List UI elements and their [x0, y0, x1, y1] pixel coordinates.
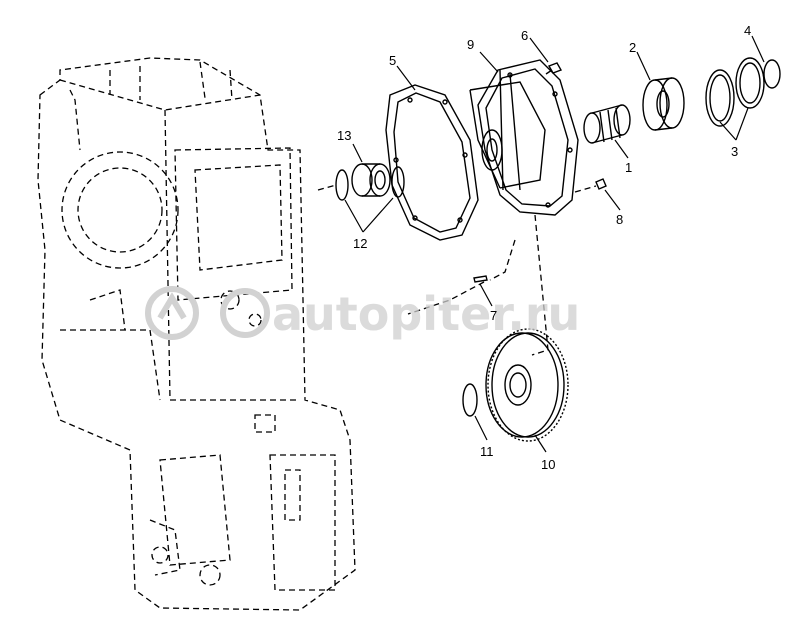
- part-4-ring: [763, 59, 781, 89]
- callout-2: 2: [629, 40, 636, 55]
- callout-13: 13: [337, 128, 351, 143]
- part-6-bolt: [545, 62, 563, 75]
- part-5-gasket: [385, 84, 479, 241]
- part-2-bearing: [642, 77, 685, 131]
- callout-9: 9: [467, 37, 474, 52]
- transmission-housing: [37, 57, 356, 611]
- callout-4: 4: [744, 23, 751, 38]
- part-11-ring: [462, 383, 478, 417]
- watermark-text: autopiter.ru: [272, 287, 580, 341]
- callout-labels: 5 9 6 2 4 3 1 8 13 12 7 10 11: [337, 23, 751, 472]
- callout-10: 10: [541, 457, 555, 472]
- part-3-snap-rings: [705, 57, 765, 127]
- callout-1: 1: [625, 160, 632, 175]
- part-13-bearing: [351, 163, 391, 197]
- callout-8: 8: [616, 212, 623, 227]
- callout-3: 3: [731, 144, 738, 159]
- watermark: autopiter.ru: [145, 286, 580, 341]
- part-8-bolt: [574, 178, 607, 193]
- leader-lines: [344, 35, 765, 453]
- callout-6: 6: [521, 28, 528, 43]
- part-10-gear: [485, 328, 569, 442]
- callout-12: 12: [353, 236, 367, 251]
- callout-11: 11: [480, 444, 494, 459]
- part-1-shaft: [583, 104, 631, 144]
- assembly-path: [407, 214, 549, 356]
- part-7-pin: [473, 275, 488, 283]
- part-9-cover: [469, 59, 579, 216]
- callout-5: 5: [389, 53, 396, 68]
- callout-7: 7: [490, 308, 497, 323]
